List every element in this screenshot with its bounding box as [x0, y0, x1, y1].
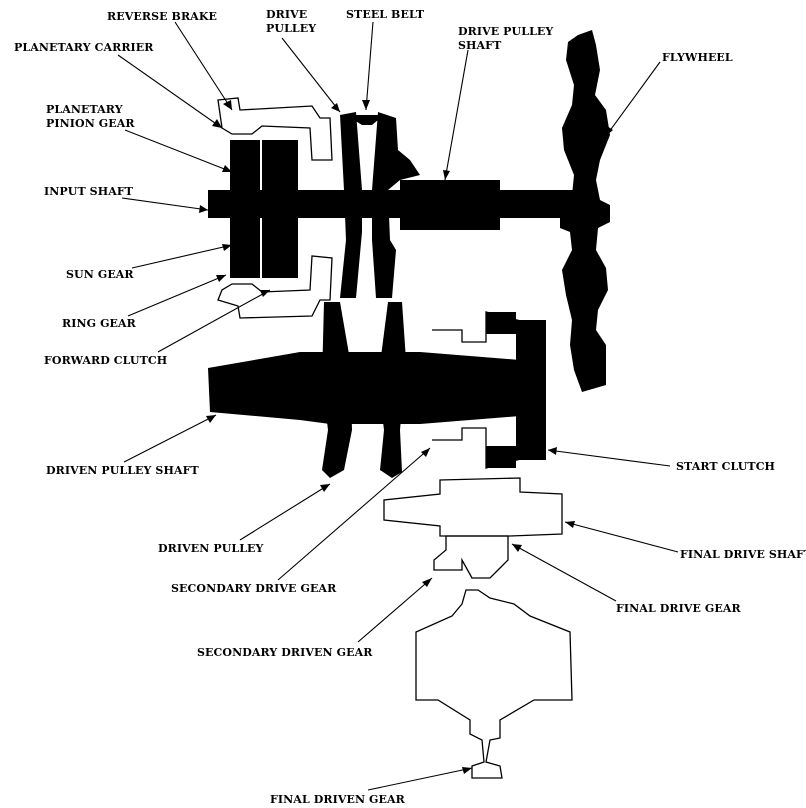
leader-steel-belt: [365, 21, 374, 111]
arrowhead-flywheel: [606, 126, 613, 136]
leader-final-driven-gear: [367, 767, 473, 791]
leader-sun-gear: [131, 244, 233, 269]
label-drive-pulley-shaft-line2: SHAFT: [458, 39, 502, 52]
drive-pulley-right-sheave: [372, 112, 420, 298]
forward-clutch-lower: [262, 218, 298, 278]
arrowhead-final-drive-gear: [512, 544, 522, 552]
label-start-clutch: START CLUTCH: [676, 460, 776, 473]
arrowhead-secondary-drive-gear: [421, 448, 430, 457]
final-driven-gear-housing: [415, 589, 573, 779]
label-reverse-brake: REVERSE BRAKE: [107, 10, 217, 23]
arrowhead-driven-pulley-shaft: [206, 415, 216, 423]
leader-pinion-gear: [124, 129, 233, 173]
arrowhead-start-clutch: [548, 447, 557, 455]
arrowhead-reverse-brake: [223, 100, 232, 110]
arrowhead-steel-belt: [362, 100, 370, 110]
leader-final-drive-gear: [511, 543, 617, 602]
label-pinion-line2: PINION GEAR: [46, 117, 135, 130]
label-forward-clutch: FORWARD CLUTCH: [44, 354, 168, 367]
arrowhead-drive-pulley: [331, 103, 340, 112]
leader-secondary-driven-gear: [357, 577, 433, 643]
arrowhead-forward-clutch: [260, 290, 270, 297]
leader-driven-pulley-shaft: [123, 414, 217, 463]
leader-input-shaft: [121, 197, 209, 211]
planetary-housing-outline: [217, 97, 333, 161]
leader-start-clutch: [547, 449, 671, 467]
arrowhead-drive-pulley-shaft: [443, 170, 450, 180]
leader-reverse-brake: [174, 21, 233, 111]
leader-forward-clutch: [157, 289, 271, 353]
label-drive-pulley-line2: PULLEY: [266, 22, 317, 35]
start-clutch-outline-lower: [432, 427, 546, 469]
drive-pulley-shaft-step2: [400, 216, 500, 230]
arrowhead-ring-gear: [216, 275, 226, 282]
arrowhead-input-shaft: [199, 205, 208, 213]
label-secondary-driven-gear: SECONDARY DRIVEN GEAR: [197, 646, 373, 659]
leader-secondary-drive-gear: [277, 447, 431, 581]
label-drive-pulley: DRIVE PULLEY: [266, 8, 316, 36]
label-driven-pulley: DRIVEN PULLEY: [158, 542, 264, 555]
flywheel: [560, 30, 610, 392]
label-flywheel: FLYWHEEL: [662, 51, 733, 64]
label-drive-pulley-line1: DRIVE: [266, 8, 308, 21]
arrowhead-sun-gear: [222, 244, 232, 251]
label-planetary-pinion-gear: PLANETARY PINION GEAR: [46, 103, 135, 131]
leader-final-drive-shaft: [564, 521, 679, 553]
label-final-drive-gear: FINAL DRIVE GEAR: [616, 602, 741, 615]
arrowhead-final-drive-shaft: [565, 521, 575, 528]
leader-drive-pulley: [281, 37, 341, 113]
arrowhead-driven-pulley: [320, 484, 330, 492]
label-pinion-line1: PLANETARY: [46, 103, 123, 116]
arrowhead-final-driven-gear: [462, 767, 472, 774]
leader-drive-pulley-shaft: [444, 49, 469, 181]
label-final-driven-gear: FINAL DRIVEN GEAR: [270, 793, 405, 806]
label-planetary-carrier: PLANETARY CARRIER: [14, 41, 154, 54]
planetary-lower-block: [230, 218, 260, 278]
drive-pulley-shaft-step: [400, 180, 500, 192]
label-secondary-drive-gear: SECONDARY DRIVE GEAR: [171, 582, 337, 595]
final-drive-shaft-outline: [383, 477, 563, 537]
label-final-drive-shaft: FINAL DRIVE SHAFT: [680, 548, 806, 561]
leader-planetary-carrier: [117, 54, 223, 129]
arrowhead-planetary-carrier: [212, 119, 222, 128]
secondary-driven-gear-outline: [433, 535, 509, 579]
start-clutch-outline-upper: [432, 311, 546, 357]
leader-ring-gear: [127, 274, 227, 317]
driven-pulley-shaft: [208, 352, 545, 424]
label-drive-pulley-shaft-line1: DRIVE PULLEY: [458, 25, 554, 38]
label-ring-gear: RING GEAR: [62, 317, 136, 330]
planetary-carrier-block: [230, 140, 260, 190]
steel-belt-upper: [346, 115, 384, 125]
label-input-shaft: INPUT SHAFT: [44, 185, 134, 198]
arrowhead-secondary-driven-gear: [422, 578, 432, 587]
label-sun-gear: SUN GEAR: [66, 268, 134, 281]
forward-clutch-block: [262, 140, 298, 190]
label-steel-belt: STEEL BELT: [346, 8, 425, 21]
leader-driven-pulley: [239, 483, 331, 541]
arrowhead-pinion-gear: [222, 165, 232, 172]
label-driven-pulley-shaft: DRIVEN PULLEY SHAFT: [46, 464, 199, 477]
label-drive-pulley-shaft: DRIVE PULLEY SHAFT: [458, 25, 553, 53]
start-clutch-hub: [516, 320, 546, 460]
leader-flywheel: [605, 61, 661, 137]
planetary-housing-lower: [217, 255, 333, 319]
input-shaft: [208, 190, 576, 218]
drive-pulley-left-sheave: [340, 112, 362, 298]
